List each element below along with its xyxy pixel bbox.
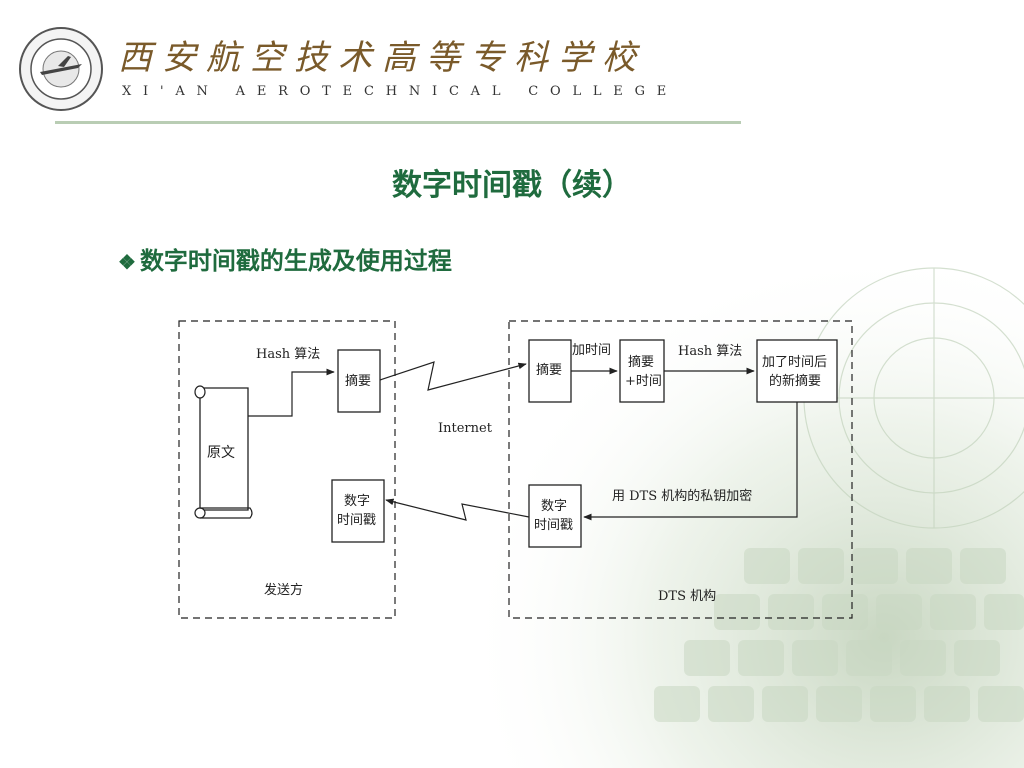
header-divider [55,121,741,124]
sender-region-label: 发送方 [264,582,303,598]
digest-box-dts [528,339,572,403]
timestamp-process-diagram: 原文 Hash 算法 摘要 Internet 摘要 加时间 摘要 +时间 Has… [178,320,853,619]
school-name-en: XI'AN AEROTECHNICAL COLLEGE [122,84,679,99]
timestamp-box-sender [331,479,385,543]
new-digest-line2: 的新摘要 [769,373,821,389]
hash-algorithm-label-2: Hash 算法 [678,344,742,359]
timestamp-sender-line1: 数字 [344,494,370,509]
slide-title: 数字时间戳（续） [392,168,632,203]
timestamp-box-dts [528,484,582,548]
internet-link-to-sender [385,498,530,521]
add-time-label: 加时间 [572,343,611,358]
original-document-scroll [194,385,253,519]
encrypt-label: 用 DTS 机构的私钥加密 [612,488,752,504]
digest-time-box [619,339,665,403]
digest-time-line2: +时间 [625,374,662,389]
bullet-item: ❖数字时间戳的生成及使用过程 [118,241,452,276]
diamond-bullet-icon: ❖ [118,250,136,274]
dts-region-label: DTS 机构 [658,589,716,604]
timestamp-dts-line1: 数字 [541,499,567,514]
digest-label-sender: 摘要 [345,373,371,389]
digest-time-line1: 摘要 [628,354,654,370]
original-label: 原文 [207,445,235,461]
timestamp-dts-line2: 时间戳 [534,518,573,533]
digest-label-dts: 摘要 [536,362,562,378]
school-name-cn: 西安航空技术高等专科学校 [118,38,646,78]
internet-link-to-dts [379,361,527,391]
new-digest-line1: 加了时间后 [762,355,827,370]
header: 西安航空技术高等专科学校 XI'AN AEROTECHNICAL COLLEGE [0,0,1024,130]
arrow-encrypt [583,402,798,521]
internet-label: Internet [438,421,493,436]
arrow-original-to-digest [248,368,335,417]
hash-algorithm-label-1: Hash 算法 [256,347,320,362]
timestamp-sender-line2: 时间戳 [337,513,376,528]
college-logo-icon [19,27,103,111]
bullet-text: 数字时间戳的生成及使用过程 [139,246,452,275]
new-digest-box [756,339,838,403]
dts-region [508,320,853,619]
sender-region [178,320,396,619]
digest-box-sender [337,349,381,413]
